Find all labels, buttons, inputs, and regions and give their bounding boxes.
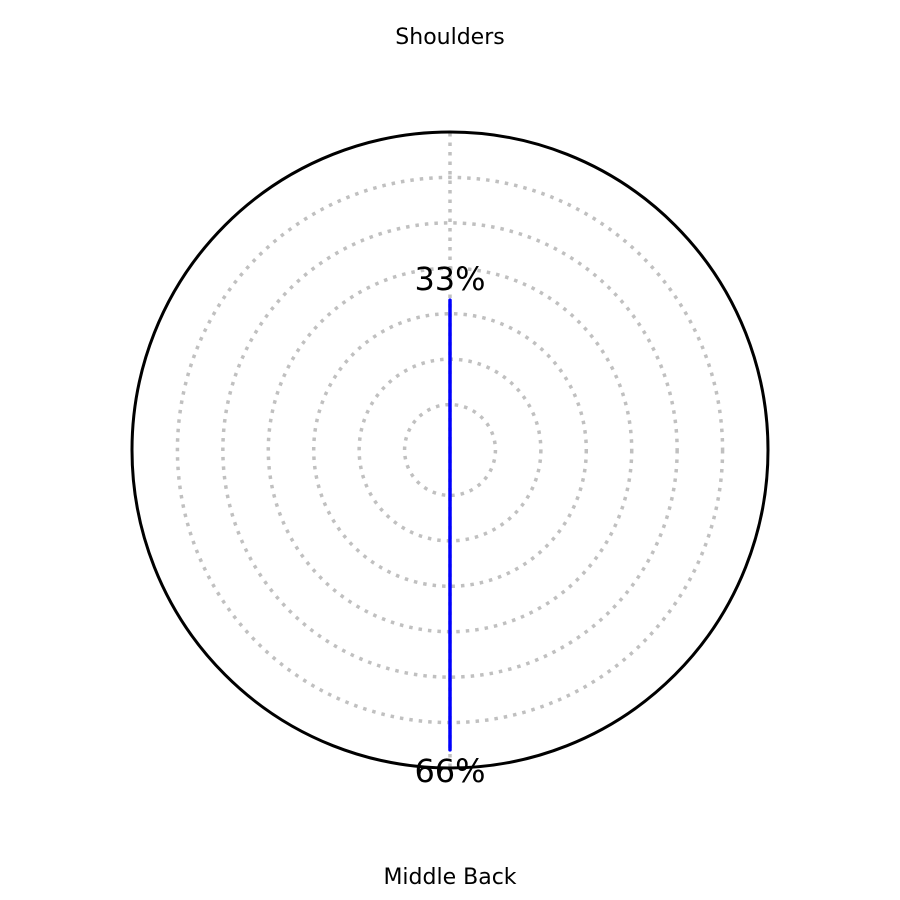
grid-ring-50 [221, 221, 679, 679]
value-label-1: 66% [414, 752, 485, 790]
grid-ring-10 [402, 402, 498, 498]
outer-frame-circle [130, 130, 770, 770]
grid-ring-30 [311, 311, 589, 589]
axis-label-0: Shoulders [395, 25, 504, 50]
grid-ring-20 [357, 357, 543, 543]
axis-label-1: Middle Back [383, 865, 516, 890]
value-label-0: 33% [414, 260, 485, 298]
